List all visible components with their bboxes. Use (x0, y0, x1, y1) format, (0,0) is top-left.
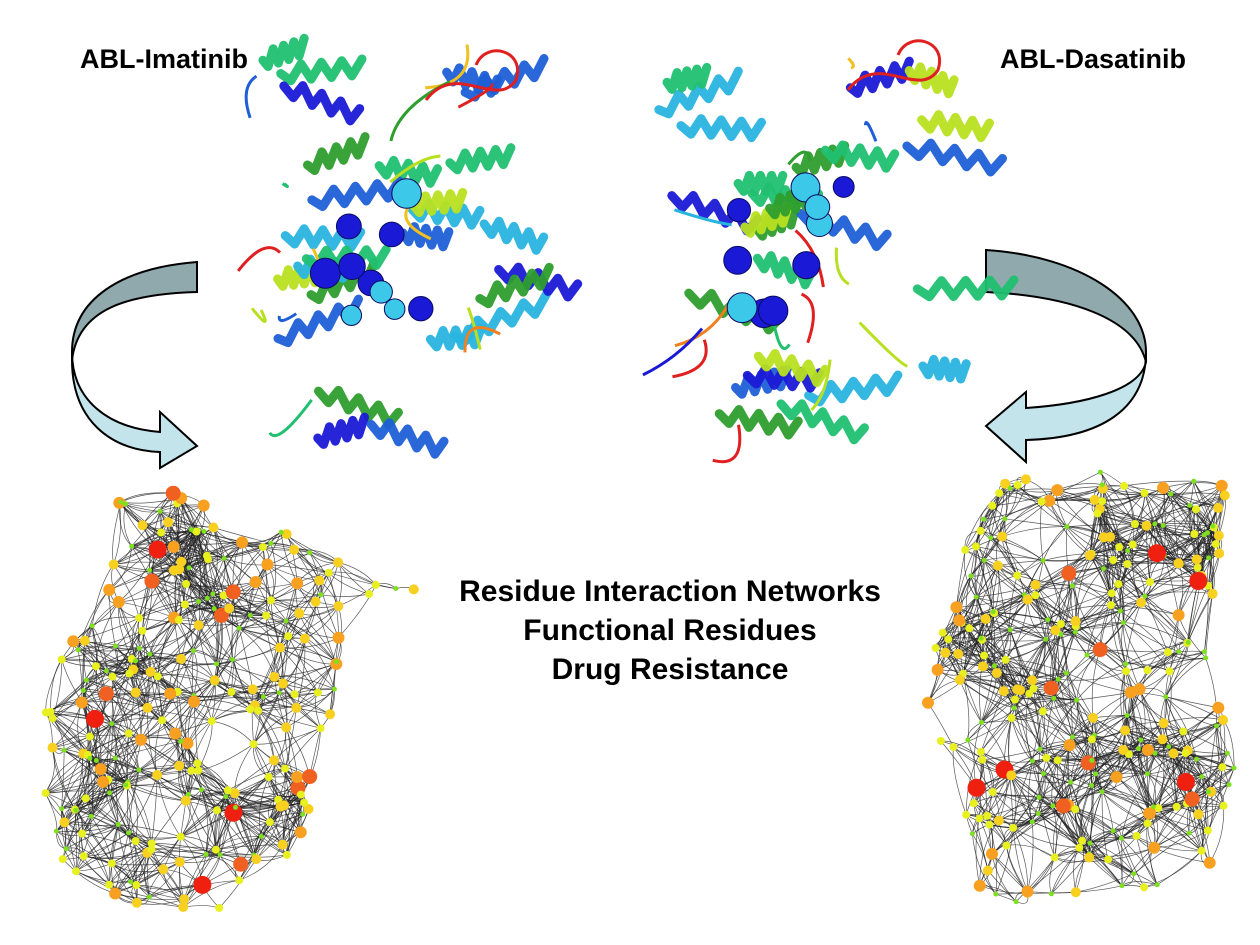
curved-arrow-down-right-icon (71, 260, 199, 470)
imatinib-residue-network (41, 485, 419, 912)
caption-line-drug-resistance: Drug Resistance (551, 653, 789, 686)
center-caption: Residue Interaction Networks Functional … (400, 572, 940, 689)
abl-imatinib-label: ABL-Imatinib (80, 44, 248, 74)
dasatinib-residue-network (922, 469, 1237, 905)
imatinib-protein-structure (236, 33, 583, 459)
curved-arrow-down-left-icon (984, 248, 1147, 465)
caption-line-functional-residues: Functional Residues (523, 614, 817, 647)
dasatinib-protein-structure (642, 39, 1019, 464)
abl-dasatinib-label: ABL-Dasatinib (1000, 44, 1187, 74)
caption-line-residue-networks: Residue Interaction Networks (459, 575, 881, 608)
